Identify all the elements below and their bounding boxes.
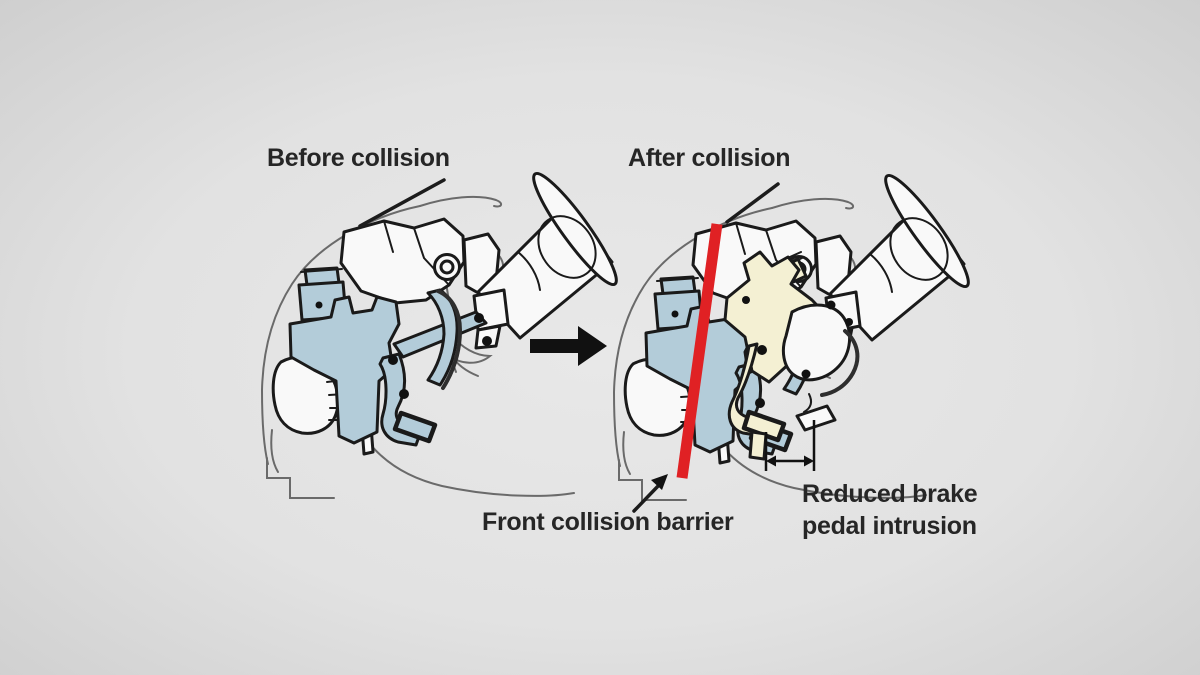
barrier-pointer-arrow: [632, 474, 668, 513]
ghost-pedal-stub: [803, 393, 813, 413]
intrusion-measurement-arrow: [764, 420, 816, 471]
after-diagram: [612, 166, 979, 513]
deformed-linkage: [781, 300, 860, 397]
intrusion-label-line2: pedal intrusion: [802, 511, 977, 540]
front-collision-barrier-label: Front collision barrier: [482, 508, 734, 536]
reduced-brake-pedal-intrusion-label: Reduced brake pedal intrusion: [802, 479, 978, 542]
intrusion-label-line1: Reduced brake: [802, 480, 978, 508]
before-leader-line: [358, 178, 446, 228]
after-collision-label: After collision: [628, 144, 791, 172]
collision-barrier-line: [676, 223, 723, 479]
after-leader-line: [725, 182, 780, 224]
before-diagram: [260, 164, 627, 500]
transition-arrow-icon: [530, 326, 607, 366]
ghost-pedal-outline: [795, 404, 837, 432]
accelerator-pedal-curve: [436, 289, 463, 390]
before-collision-label: Before collision: [267, 144, 450, 172]
deformed-pedal-assembly: [723, 250, 833, 461]
